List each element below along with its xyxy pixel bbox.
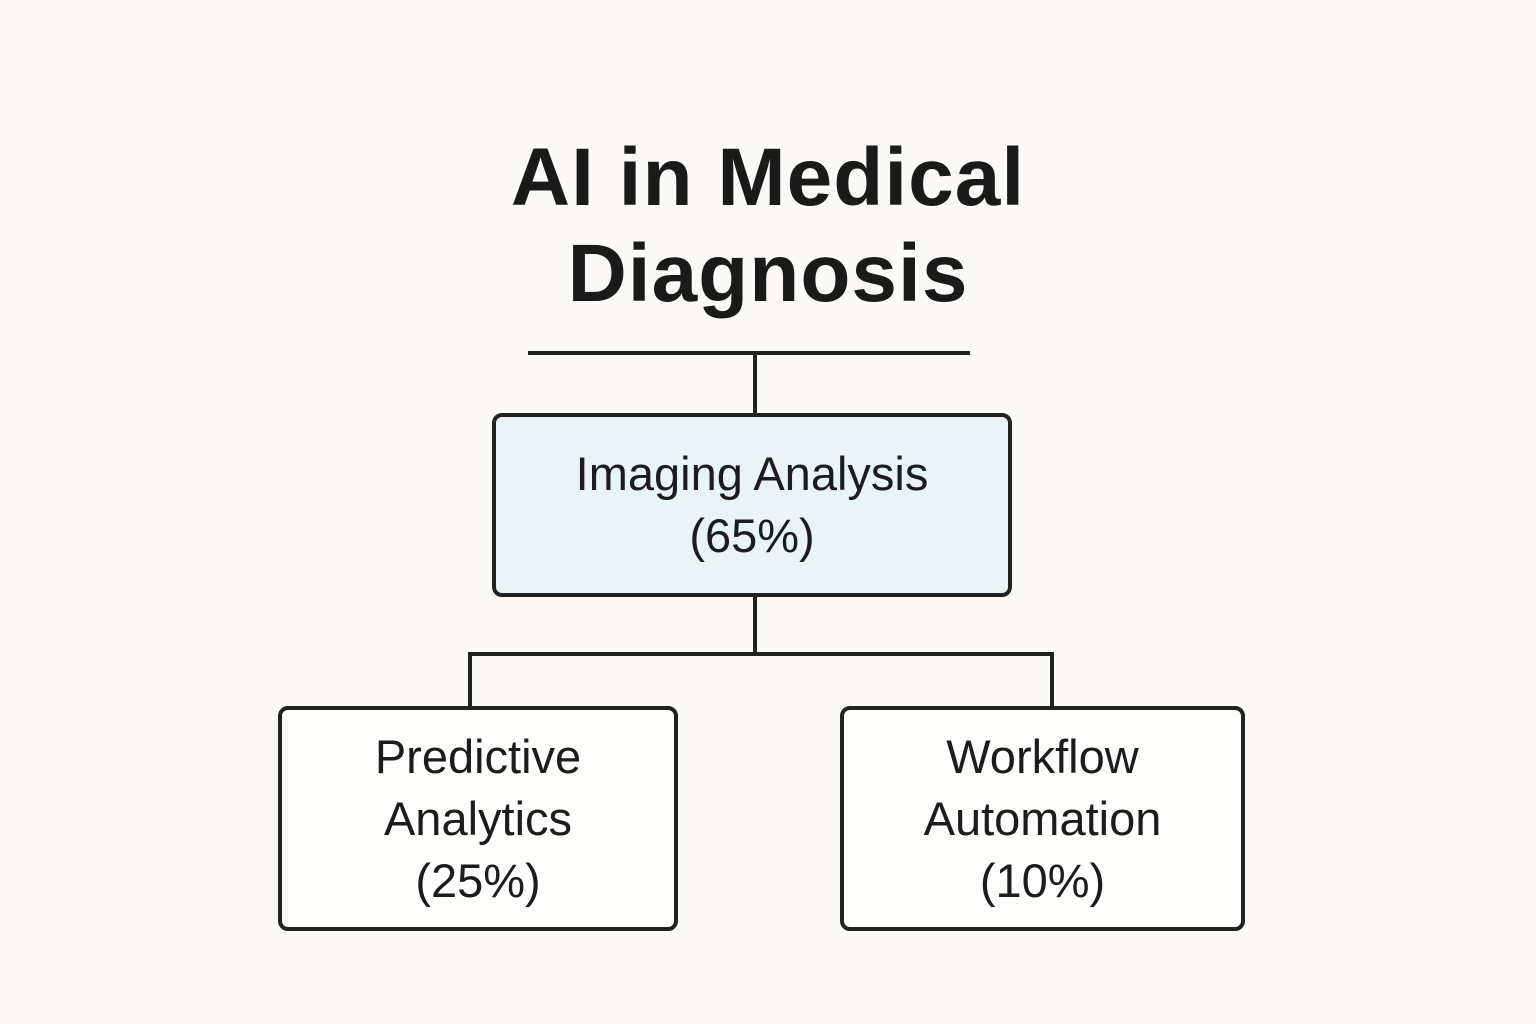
node-label: Workflow Automation — [923, 729, 1162, 845]
node-workflow-automation: Workflow Automation (10%) — [840, 706, 1245, 931]
node-label: Imaging Analysis — [575, 447, 929, 500]
connector-to-left-child — [468, 652, 472, 708]
node-predictive-analytics: Predictive Analytics (25%) — [278, 706, 678, 931]
diagram-title: AI in Medical Diagnosis — [510, 132, 1026, 319]
node-label: Predictive Analytics — [374, 729, 582, 845]
node-imaging-analysis: Imaging Analysis (65%) — [492, 413, 1012, 597]
node-percentage: (10%) — [979, 853, 1106, 907]
node-percentage: (25%) — [415, 853, 541, 907]
node-percentage: (65%) — [689, 509, 815, 562]
title-underline — [528, 351, 970, 355]
connector-horizontal-branch — [468, 652, 1054, 656]
connector-title-to-root — [753, 353, 757, 415]
connector-root-down — [753, 595, 757, 655]
connector-to-right-child — [1050, 652, 1054, 708]
